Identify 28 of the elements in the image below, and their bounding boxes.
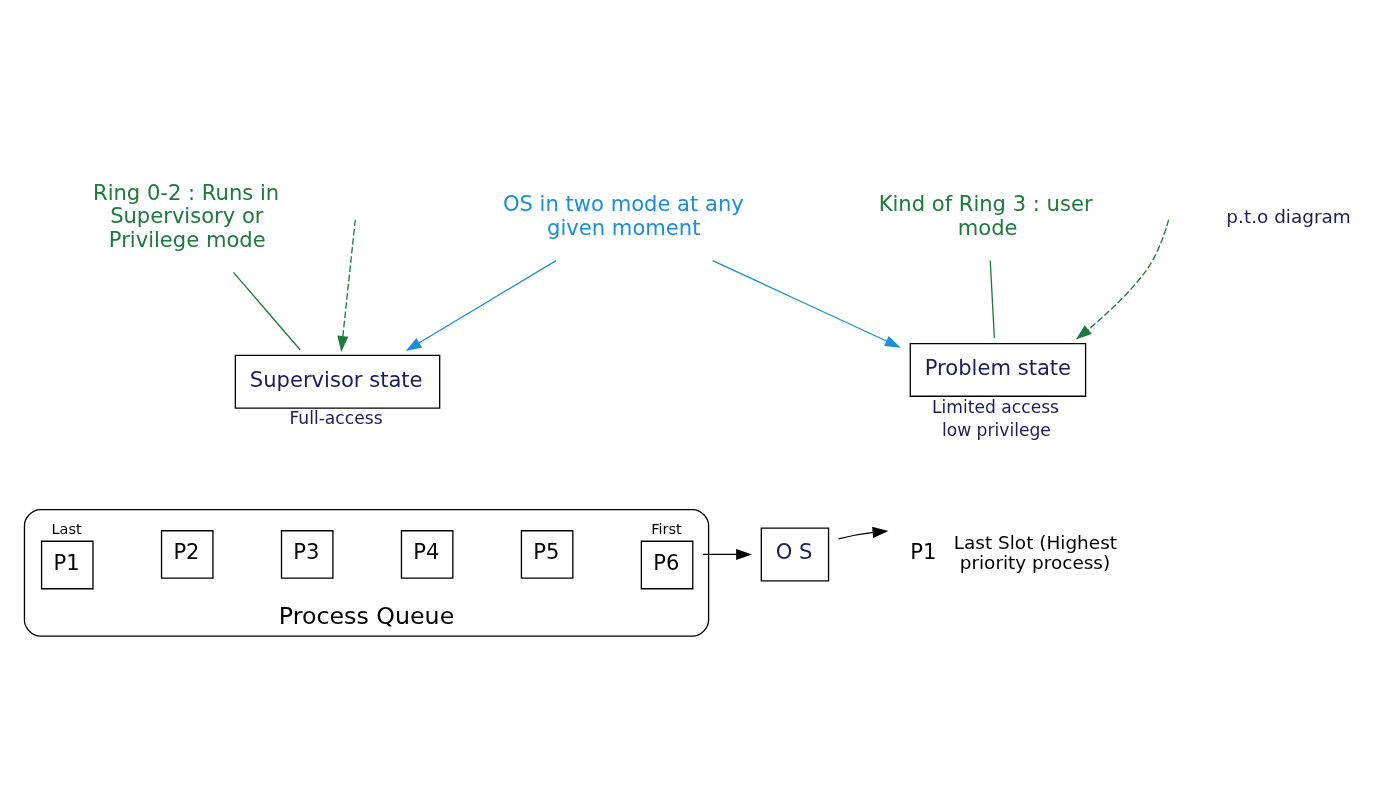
node-label: low privilege xyxy=(941,419,1051,440)
node-box: P3 xyxy=(280,529,334,579)
node-text: P1 xyxy=(910,538,937,564)
node-label: Last Slot (Highest priority process) xyxy=(953,531,1117,573)
node-label: First xyxy=(651,520,682,537)
connector xyxy=(989,259,996,339)
node-box: P4 xyxy=(400,529,454,579)
node-label: Full-access xyxy=(289,407,383,428)
arrow xyxy=(1075,218,1170,339)
arrow xyxy=(712,259,901,348)
node-box: Supervisor state xyxy=(234,354,441,409)
node-label: Limited access xyxy=(932,396,1060,417)
arrow xyxy=(837,526,889,540)
arrow xyxy=(405,259,557,351)
arrow xyxy=(702,548,752,560)
node-text: OS in two mode at any given moment xyxy=(502,190,744,240)
node-box: O S xyxy=(760,526,830,581)
node-box: Problem state xyxy=(909,342,1087,397)
node-text: Ring 0-2 : Runs in Supervisory or Privilege mode xyxy=(93,179,280,252)
arrow xyxy=(337,218,356,352)
node-box: P6 xyxy=(640,540,694,589)
node-text: Kind of Ring 3 : user mode xyxy=(878,190,1093,240)
node-box: P1 xyxy=(40,540,94,589)
node-box: P5 xyxy=(520,529,574,579)
label: p.t.o diagram xyxy=(1226,205,1351,227)
connector xyxy=(232,271,301,350)
node-label: Last xyxy=(51,520,82,537)
node-box: P2 xyxy=(160,529,214,579)
